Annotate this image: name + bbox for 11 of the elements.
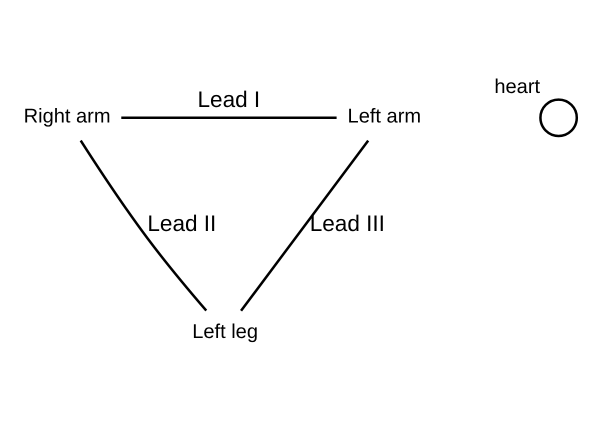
node-text: Left arm	[348, 105, 422, 128]
connector	[80, 139, 208, 311]
edge-label: Lead I	[198, 86, 260, 112]
node-text: Left leg	[192, 320, 258, 343]
edge-label: Lead III	[310, 210, 385, 236]
node-circle	[539, 98, 578, 137]
node-text: Right arm	[24, 105, 111, 128]
connector	[121, 116, 337, 119]
edge-label: Lead II	[147, 210, 216, 236]
connector	[240, 139, 370, 312]
node-label: heart	[494, 76, 540, 98]
